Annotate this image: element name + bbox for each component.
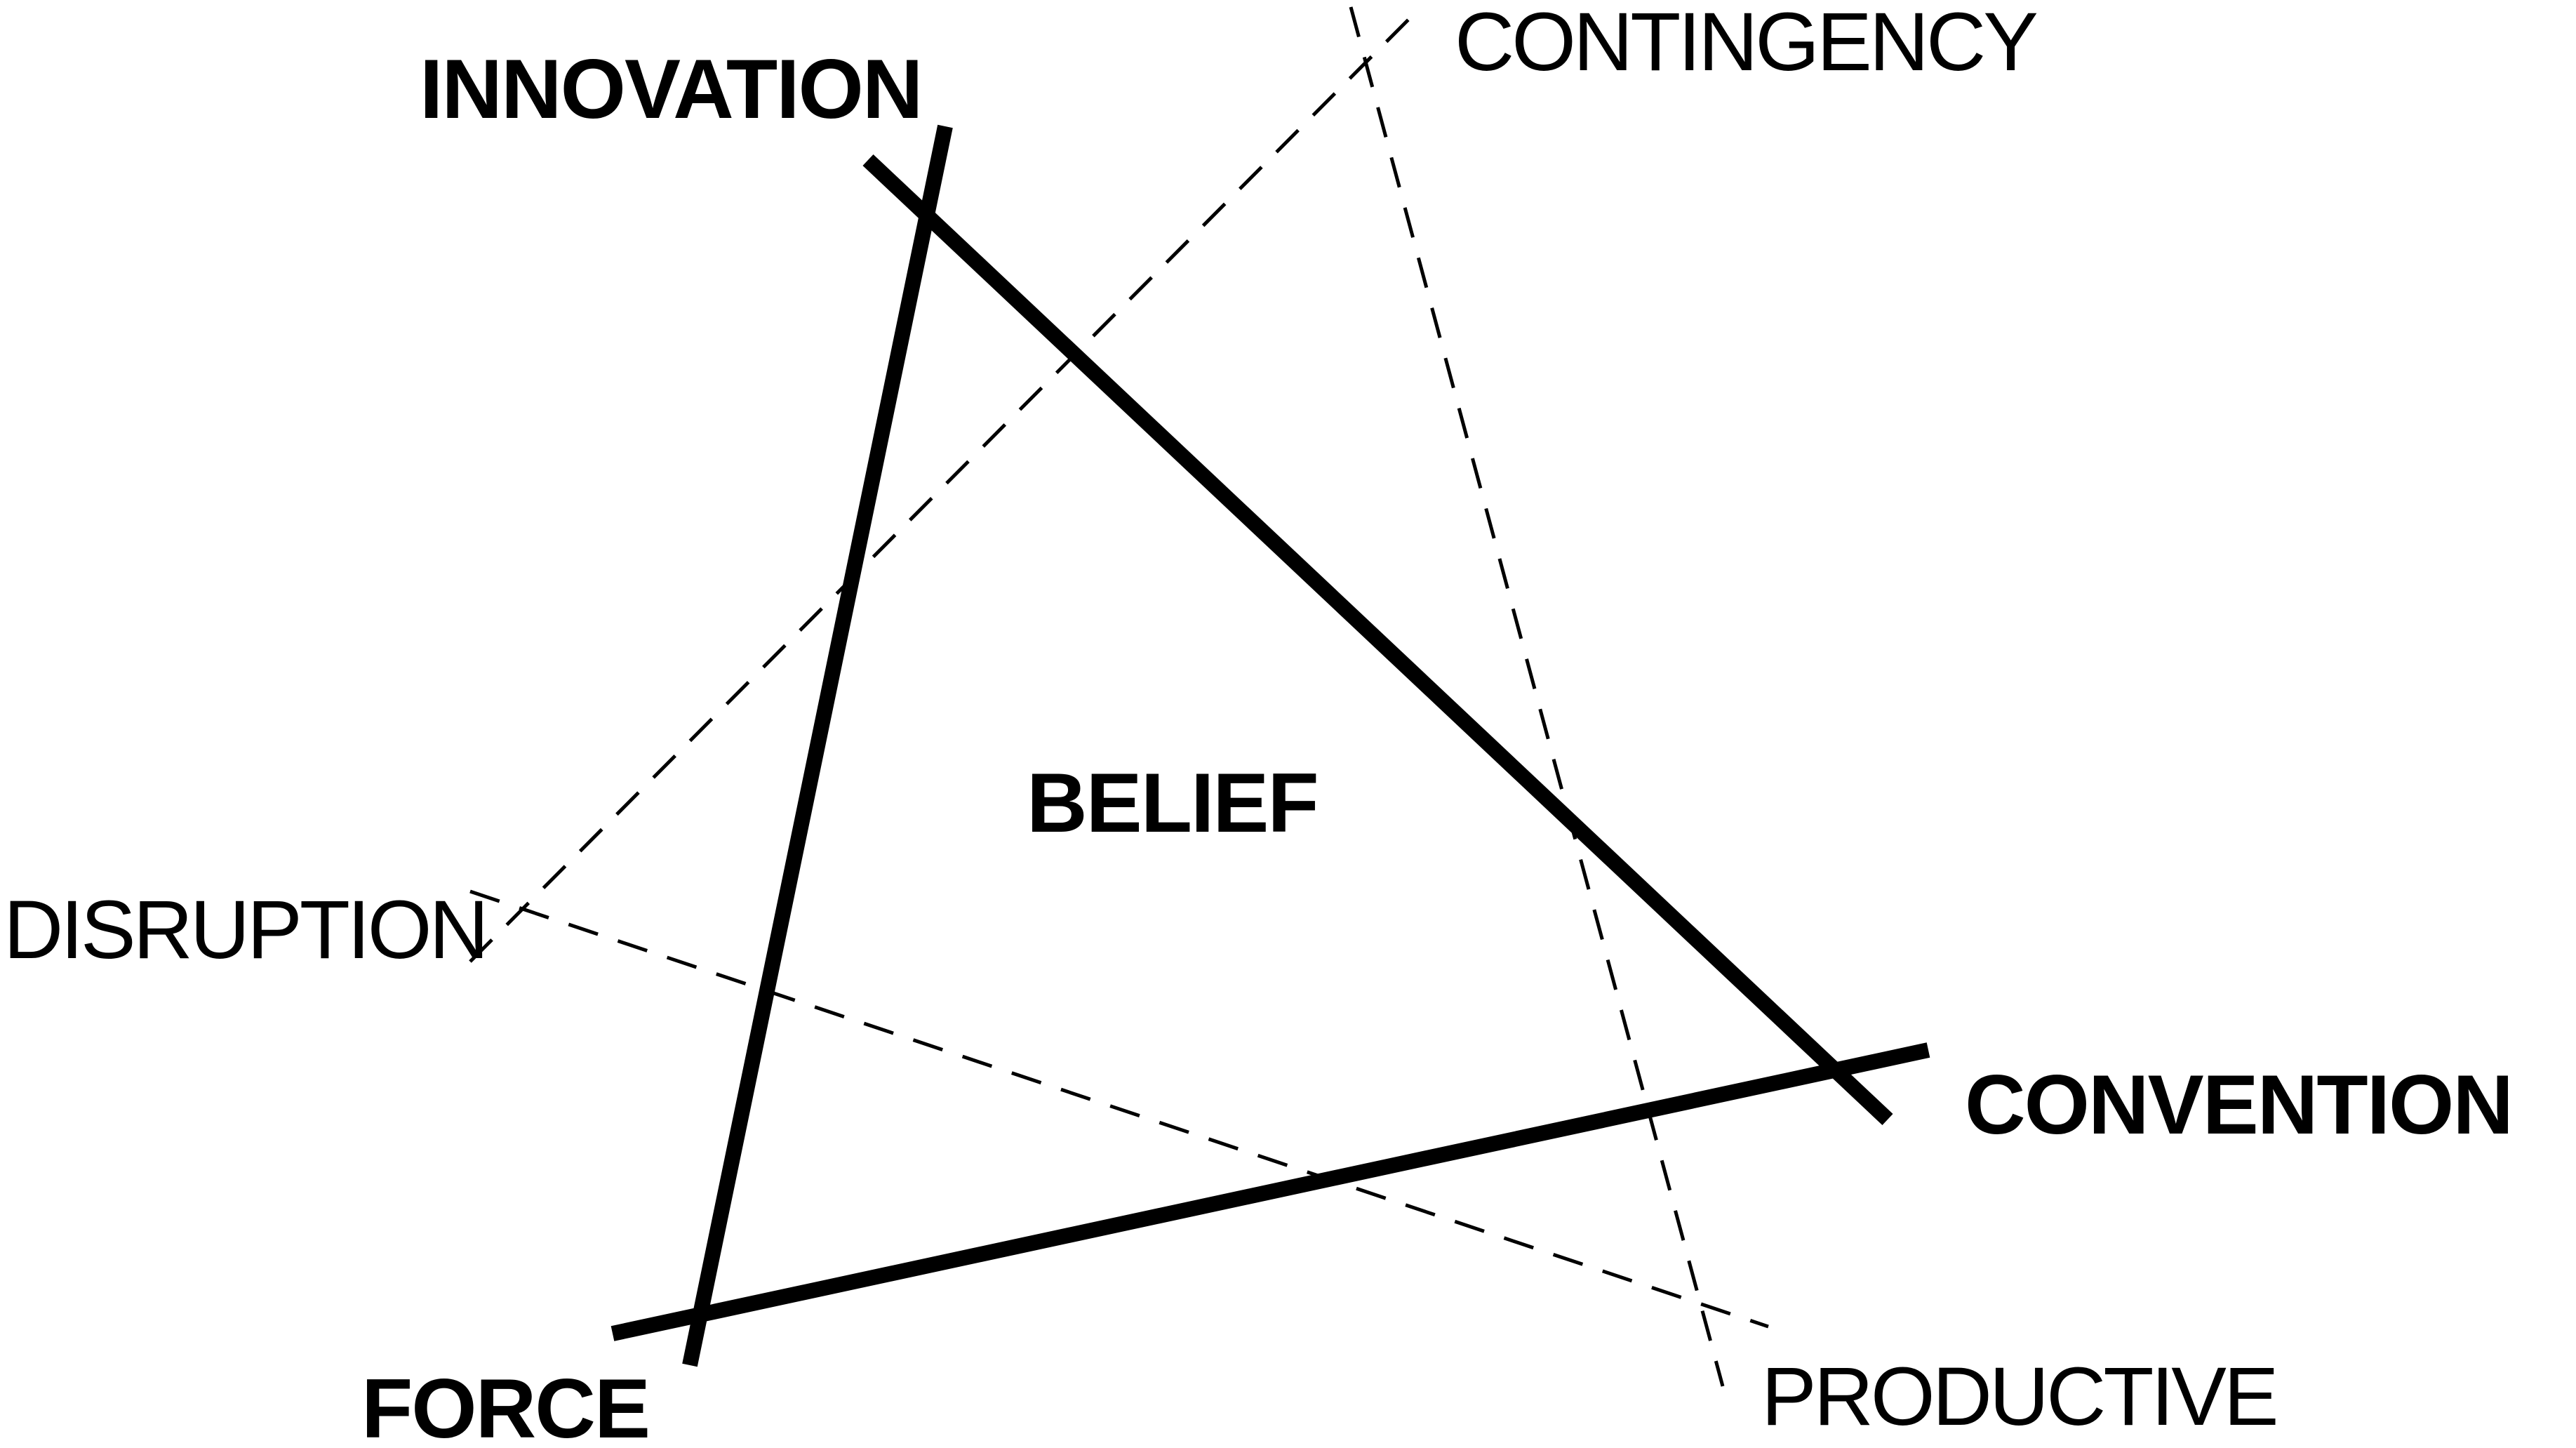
vertex-label-force: FORCE — [361, 1362, 649, 1448]
center-label-belief: BELIEF — [1027, 756, 1318, 850]
vertex-label-innovation: INNOVATION — [420, 42, 922, 136]
vertex-label-convention: CONVENTION — [1965, 1058, 2512, 1152]
solid-edge-innovation-convention — [862, 154, 1893, 1126]
solid-edge-force-convention — [610, 1042, 1930, 1341]
node-label-productive: PRODUCTIVE — [1761, 1350, 2276, 1443]
solid-triangle — [610, 124, 1930, 1367]
node-label-disruption: DISRUPTION — [4, 884, 486, 976]
dashed-triangle — [469, 6, 1769, 1387]
dashed-edge-contingency-productive — [1349, 6, 1725, 1387]
solid-edge-innovation-force — [682, 124, 953, 1367]
node-label-contingency: CONTINGENCY — [1455, 0, 2037, 88]
dashed-edge-disruption-contingency — [469, 6, 1422, 963]
dashed-edge-disruption-productive — [469, 889, 1769, 1329]
